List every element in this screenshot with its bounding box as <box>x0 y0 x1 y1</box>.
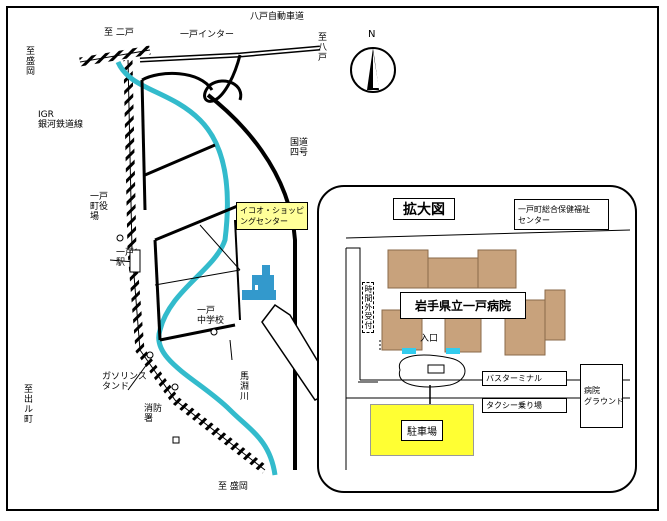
fire-station-marker <box>171 383 179 391</box>
to-morioka-bottom-label: 至 盛岡 <box>218 482 248 492</box>
fire-station-label: 消防 署 <box>144 404 163 424</box>
to-ninohe-label: 至 二戸 <box>104 28 134 38</box>
taxi-stand-label: タクシー乗り場 <box>482 398 567 413</box>
railway-edge <box>127 59 266 471</box>
ichinohe-ic-label: 一戸インター <box>180 30 235 40</box>
reception-label: 時間外受付 <box>362 282 374 333</box>
station-label: 一戸 駅 <box>116 248 135 268</box>
to-morioka-top-label: 至盛岡 <box>24 46 34 76</box>
gas-station-label: ガソリンス タンド <box>102 372 147 392</box>
gas-station-marker <box>146 351 154 359</box>
health-center-label: 一戸町総合保健福祉 センター <box>514 199 609 230</box>
inset-title: 拡大図 <box>393 198 455 220</box>
to-hachinohe-label: 至八戸 <box>316 32 326 62</box>
junior-high-marker <box>210 328 218 336</box>
north-arrow-icon <box>350 47 396 93</box>
square-marker <box>172 436 180 444</box>
parking-area: 駐車場 <box>370 404 474 456</box>
ground-label: 病院 グラウンド <box>580 364 624 428</box>
parking-label: 駐車場 <box>401 419 443 441</box>
hospital-building-icon <box>242 265 276 300</box>
hospital-name: 岩手県立一戸病院 <box>400 292 526 319</box>
bus-terminal-label: バスターミナル <box>482 371 567 386</box>
expressway-label: 八戸自動車道 <box>250 12 305 22</box>
igr-line-label: IGR 銀河鉄道線 <box>38 110 84 130</box>
junior-high-label: 一戸 中学校 <box>197 306 225 326</box>
route4-label: 国道 四号 <box>290 138 309 158</box>
interchange-loop <box>203 54 243 103</box>
entrance-label: 入口 <box>420 334 439 344</box>
callout-arrow-icon <box>261 303 337 401</box>
station-marker <box>129 249 141 273</box>
ion-center-label: イコオ・ショッピ ングセンター <box>236 202 308 230</box>
town-office-label: 一戸 町役 場 <box>90 192 109 222</box>
entrance-marker <box>402 348 416 354</box>
north-label: N <box>368 29 376 40</box>
town-office-marker <box>116 234 124 242</box>
hospital-buildings <box>381 249 566 356</box>
mabuchi-river-label: 馬 淵 川 <box>240 372 250 402</box>
to-idemachi-label: 至出ル町 <box>22 384 32 424</box>
